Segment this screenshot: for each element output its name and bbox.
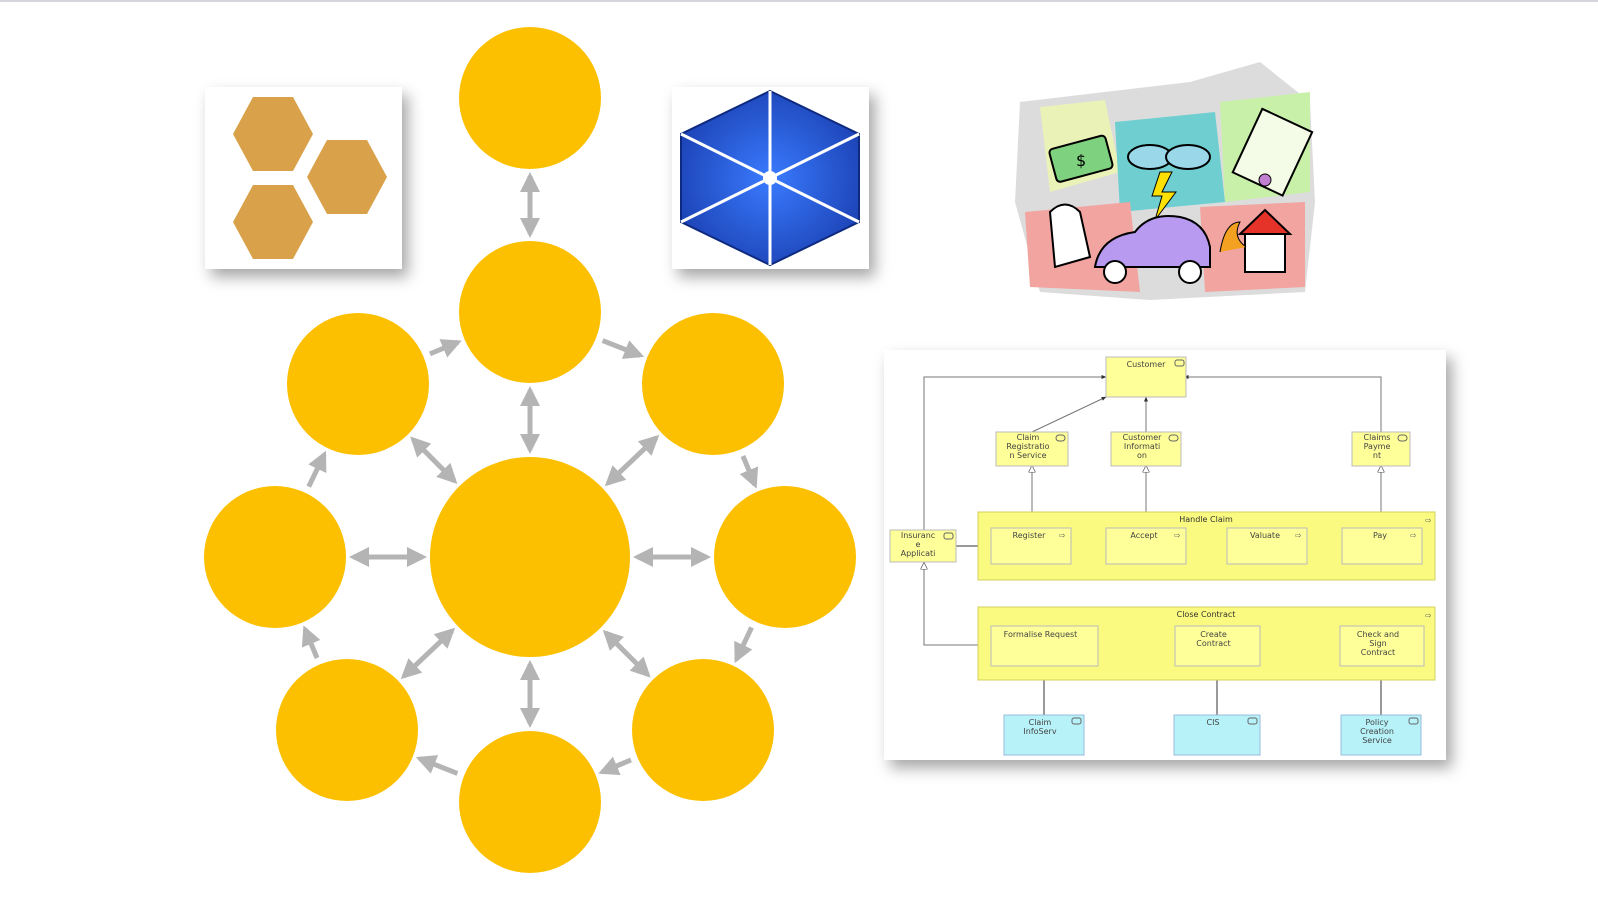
- node-sw: [276, 659, 418, 801]
- arrow-center-se: [602, 629, 651, 678]
- arrow-s-sw: [415, 755, 459, 776]
- handle-claim-step-label-1: Register: [1013, 531, 1047, 540]
- app-component-label-2: CIS: [1206, 718, 1219, 727]
- top-divider: [0, 0, 1598, 2]
- close-contract-title: Close Contract: [1177, 610, 1236, 619]
- svg-text:$: $: [1076, 151, 1086, 170]
- node-center: [430, 457, 630, 657]
- node-n: [459, 241, 601, 383]
- handle-claim-step-2: Accept ⇨: [1105, 527, 1187, 565]
- honeycomb-icon: [233, 97, 387, 259]
- node-nw: [287, 313, 429, 455]
- arrow-center-nw: [410, 436, 458, 484]
- handle-claim-step-3: Valuate ⇨: [1226, 527, 1308, 565]
- arrow-se-s: [598, 756, 632, 776]
- node-w: [204, 486, 346, 628]
- handle-claim-step-label-2: Accept: [1130, 531, 1157, 540]
- insurance-clipart: $: [1010, 62, 1320, 302]
- node-e: [714, 486, 856, 628]
- hub-spoke-diagram: [204, 27, 856, 873]
- node-top: [459, 27, 601, 169]
- arrow-ne-e: [739, 455, 759, 489]
- handle-claim-title: Handle Claim: [1179, 515, 1233, 524]
- arrow-sw-w: [301, 625, 321, 659]
- honeycomb-card: [205, 87, 402, 269]
- blue-hexagon-card: [672, 87, 869, 269]
- close-contract-step-1: Formalise Request: [990, 625, 1099, 667]
- arrow-e-se: [734, 626, 754, 664]
- node-se: [632, 659, 774, 801]
- process-arrow-icon: ⇨: [1174, 531, 1181, 540]
- handle-claim-step-4: Pay ⇨: [1341, 527, 1423, 565]
- process-arrow-icon: ⇨: [1295, 531, 1302, 540]
- svg-text:⇨: ⇨: [1425, 611, 1432, 620]
- customer-label: Customer: [1127, 360, 1167, 369]
- close-contract-step-label-1: Formalise Request: [1004, 630, 1078, 639]
- svg-text:⇨: ⇨: [1425, 516, 1432, 525]
- app-component-2: CIS: [1173, 714, 1261, 756]
- handle-claim-step-1: Register ⇨: [990, 527, 1072, 565]
- process-arrow-icon: ⇨: [1059, 531, 1066, 540]
- node-s: [459, 731, 601, 873]
- arrow-n-ne: [601, 338, 645, 359]
- handle-claim-step-label-3: Valuate: [1250, 531, 1280, 540]
- process-arrow-icon: ⇨: [1410, 531, 1417, 540]
- arrow-center-sw: [400, 627, 456, 680]
- handle-claim-step-label-4: Pay: [1373, 531, 1387, 540]
- hexagon-star-icon: [680, 89, 860, 267]
- customer-role: Customer: [1105, 356, 1187, 398]
- arrow-center-ne: [604, 434, 660, 487]
- node-ne: [642, 313, 784, 455]
- arrow-nw-n: [428, 339, 462, 358]
- arrow-w-nw: [306, 450, 327, 488]
